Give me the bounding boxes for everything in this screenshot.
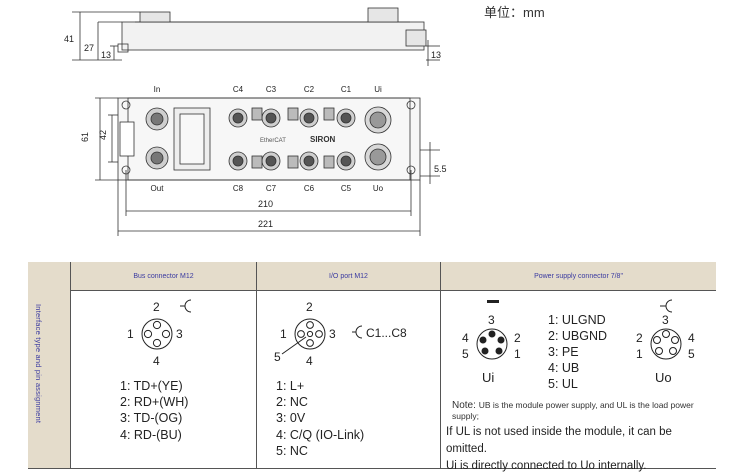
io-pin-3: 3: 0V [276,411,306,426]
siron-logo: SIRON [310,135,336,144]
bus-pin-3: 3: TD-(OG) [120,411,183,426]
io-port-diagram: 2 1 3 4 5 C1...C8 [274,300,407,368]
bus-pin-num-2: 2 [153,300,160,314]
ui-pin-num-1: 1 [514,347,521,361]
note-line-2: If UL is not used inside the module, it … [446,426,672,455]
port-label-c4: C4 [233,85,244,94]
io-pin-num-4: 4 [306,354,313,368]
ui-pin-num-3: 3 [488,313,495,327]
power-note-extra: If UL is not used inside the module, it … [446,424,714,475]
header-io-port: I/O port M12 [257,262,440,291]
unit-label: 单位：mm [484,5,545,20]
uo-pin-num-1: 1 [636,347,643,361]
bus-connector-diagram: 2 1 3 4 [127,299,192,368]
uo-pin-num-4: 4 [688,331,695,345]
side-label: Interface type and pin assignment [34,304,43,424]
dim-42: 42 [98,130,108,140]
dim-5-5: 5.5 [434,164,447,174]
io-range-label: C1...C8 [366,326,407,340]
dim-221: 221 [258,219,273,229]
power-pin-3: 3: PE [548,345,579,359]
port-label-c8: C8 [233,184,244,193]
dim-61: 61 [80,132,90,142]
io-pin-num-2: 2 [306,300,313,314]
port-label-ui: Ui [374,85,382,94]
power-ui-diagram: 3 4 2 5 1 Ui [462,300,521,385]
io-pin-num-3: 3 [329,327,336,341]
uo-pin-num-2: 2 [636,331,643,345]
note-text: UB is the module power supply, and UL is… [452,400,694,421]
power-pin-5: 5: UL [548,377,578,391]
io-pin-num-5: 5 [274,350,281,364]
port-label-c3: C3 [266,85,277,94]
bus-pin-list: 1: TD+(YE) 2: RD+(WH) 3: TD-(OG) 4: RD-(… [120,378,188,443]
ethercat-mark: EtherCAT [260,138,286,144]
dimension-drawing: 41 27 13 13 61 42 5.5 210 221 In C4 C3 C… [64,7,447,236]
port-label-c6: C6 [304,184,315,193]
ui-pin-num-2: 2 [514,331,521,345]
uo-pin-num-5: 5 [688,347,695,361]
bus-pin-2: 2: RD+(WH) [120,395,189,410]
port-label-uo: Uo [373,184,384,193]
bus-pin-4: 4: RD-(BU) [120,427,182,442]
power-pin-list: 1: ULGND 2: UBGND 3: PE 4: UB 5: UL [548,312,607,392]
power-pin-4: 4: UB [548,361,580,375]
io-pin-4: 4: C/Q (IO-Link) [276,427,365,442]
port-label-c7: C7 [266,184,277,193]
io-pin-num-1: 1 [280,327,287,341]
power-note: Note: UB is the module power supply, and… [452,400,714,422]
bus-pin-num-1: 1 [127,327,134,341]
port-label-in: In [154,85,161,94]
power-pin-1: 1: ULGND [548,313,606,327]
note-lead: Note: [452,400,479,411]
dim-13-right: 13 [431,50,441,60]
power-pin-2: 2: UBGND [548,329,608,343]
pin-assignment-table: Bus connector M12 I/O port M12 Power sup… [28,262,716,472]
bus-pin-num-3: 3 [176,327,183,341]
header-bus-connector: Bus connector M12 [71,262,256,291]
ui-label: Ui [482,370,494,385]
bus-pin-num-4: 4 [153,354,160,368]
note-line-3: Ui is directly connected to Uo internall… [446,460,647,472]
header-power-connector: Power supply connector 7/8" [441,262,716,291]
power-uo-diagram: 3 2 4 1 5 Uo [636,299,695,385]
io-pin-2: 2: NC [276,395,308,410]
ui-pin-num-4: 4 [462,331,469,345]
dim-210: 210 [258,199,273,209]
uo-pin-num-3: 3 [662,313,669,327]
io-pin-5: 5: NC [276,443,308,458]
bus-pin-1: 1: TD+(YE) [120,379,183,393]
port-label-c2: C2 [304,85,315,94]
dim-13-left: 13 [101,50,111,60]
ui-pin-num-5: 5 [462,347,469,361]
io-pin-list: 1: L+ 2: NC 3: 0V 4: C/Q (IO-Link) 5: NC [276,378,364,459]
uo-label: Uo [655,370,672,385]
port-label-out: Out [151,184,165,193]
dim-41: 41 [64,34,74,44]
port-label-c5: C5 [341,184,352,193]
io-pin-1: 1: L+ [276,379,305,393]
port-label-c1: C1 [341,85,352,94]
dim-27: 27 [84,43,94,53]
